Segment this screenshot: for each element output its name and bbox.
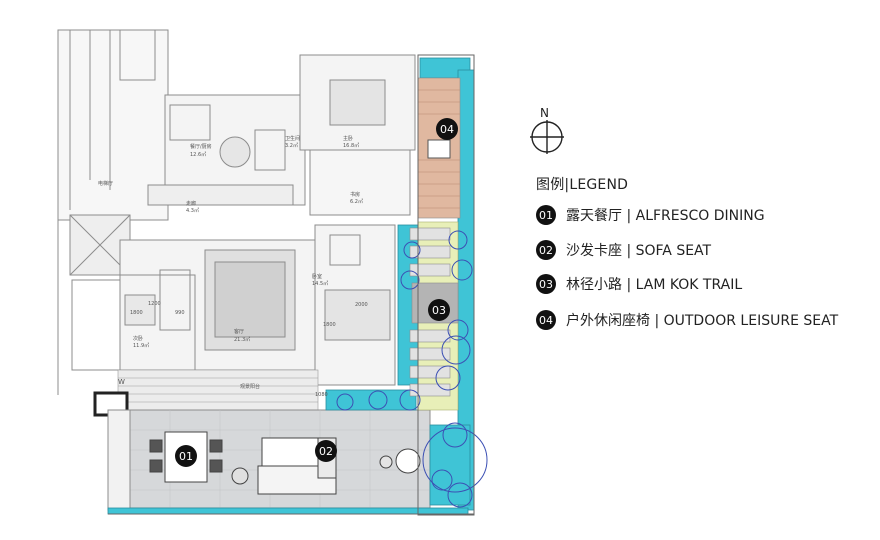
room-area-bath: 3.2㎡ [285,142,298,149]
room-area-corridor: 4.3㎡ [186,207,199,214]
marker-04-label: 04 [440,123,454,136]
room-label-bedroom2: 卧室 [312,273,322,280]
leisure-chair [427,139,451,159]
marker-03: 03 [428,299,450,321]
legend-badge-04: 04 [536,310,556,330]
north-arrow-icon [530,120,564,154]
legend-badge-03: 03 [536,274,556,294]
marker-02: 02 [315,440,337,462]
terrace-boundary [417,54,475,516]
room-label-balcony: 观景阳台 [240,383,260,390]
legend-item-sofa-seat: 02 沙发卡座 | SOFA SEAT [536,240,711,260]
room-area-study: 6.2㎡ [350,198,363,205]
deck-boards [418,89,460,209]
interior-walls [57,29,416,410]
dim-1800-b: 1800 [323,322,336,328]
legend-label-03: 林径小路 | LAM KOK TRAIL [566,277,743,293]
marker-01: 01 [175,445,197,467]
marker-03-label: 03 [432,304,446,317]
legend-label-01: 露天餐厅 | ALFRESCO DINING [566,208,765,224]
legend-item-alfresco-dining: 01 露天餐厅 | ALFRESCO DINING [536,205,765,225]
room-area-dining: 12.6㎡ [190,151,206,158]
room-label-dining: 餐厅/厨房 [190,143,212,150]
room-area-master: 16.8㎡ [343,142,359,149]
dim-1080: 1080 [315,392,328,398]
terrace-side-strip [107,409,131,511]
room-label-bedroom3: 次卧 [133,335,143,342]
marker-04: 04 [436,118,458,140]
north-label: N [540,106,549,120]
marker-02-label: 02 [319,445,333,458]
dim-1800-a: 1800 [130,310,143,316]
room-area-living: 21.3㎡ [234,336,250,343]
dining-table-set [149,431,223,483]
legend-badge-01: 01 [536,205,556,225]
room-label-master: 主卧 [343,135,353,142]
legend-label-04: 户外休闲座椅 | OUTDOOR LEISURE SEAT [566,313,839,329]
legend-item-lam-kok-trail: 03 林径小路 | LAM KOK TRAIL [536,274,742,294]
w-mark: W [118,378,125,386]
room-label-lift-lobby: 电梯厅 [98,180,113,187]
room-label-study: 书房 [350,191,360,198]
legend-label-02: 沙发卡座 | SOFA SEAT [566,243,712,259]
floor-plan: 餐厅/厨房 12.6㎡ 主卧 16.8㎡ 书房 6.2㎡ 客厅 21.3㎡ 卧室… [57,29,488,516]
legend-item-outdoor-leisure-seat: 04 户外休闲座椅 | OUTDOOR LEISURE SEAT [536,310,838,330]
legend-title: 图例|LEGEND [536,177,629,193]
tree-canopies [336,230,488,508]
room-label-living: 客厅 [234,328,244,335]
marker-01-label: 01 [179,450,193,463]
dim-990: 990 [175,310,185,316]
legend-badge-02: 02 [536,240,556,260]
dim-2000: 2000 [355,302,368,308]
room-label-corridor: 走廊 [186,200,196,207]
dim-1200: 1200 [148,301,161,307]
room-area-bedroom2: 14.5㎡ [312,280,328,287]
room-area-bedroom3: 11.9㎡ [133,342,149,349]
balcony-strip [117,369,319,411]
room-label-bath: 卫生间 [285,135,300,142]
